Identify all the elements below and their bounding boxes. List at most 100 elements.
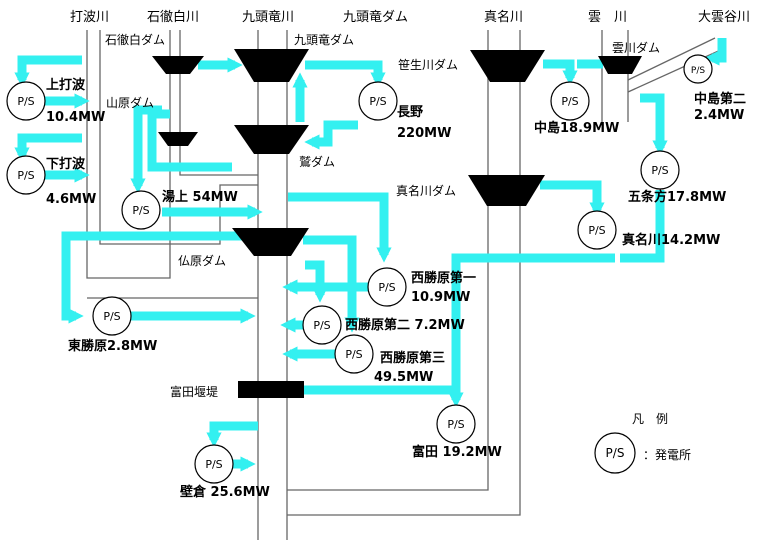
plant-nishikatsuhara1-capacity: 10.9MW (411, 290, 471, 305)
route-to-nishikatsuhara3 (303, 235, 360, 333)
dam-ishidoshiro-label: 石徹白ダム (105, 33, 166, 47)
washi-dam-shape (234, 125, 309, 154)
managawa-ps-icon (577, 210, 617, 250)
okumodani-upper-bank (627, 37, 716, 81)
river-kuzuryu-dam-label: 九頭竜ダム (343, 10, 409, 25)
river-ishidoshiro-label: 石徹白川 (147, 10, 200, 25)
tomida-weir-label: 富田堰堤 (170, 385, 219, 399)
plant-shimouchinami-capacity: 4.6MW (46, 192, 97, 207)
ps-symbol: P/S (345, 348, 362, 361)
legend-ps-icon (594, 432, 636, 474)
plant-kabekura-label: 壁倉 25.6MW (180, 485, 270, 500)
plant-nakajima2-name: 中島第二 (694, 92, 747, 107)
plant-shimouchinami-name: 下打波 (46, 157, 86, 172)
ps-symbol: P/S (447, 418, 464, 431)
dam-kumokawa-label: 雲川ダム (612, 41, 661, 55)
kuzuryu-dam-shape (234, 49, 309, 82)
dam-kuzuryu-label: 九頭竜ダム (294, 33, 355, 47)
ps-symbols: P/S P/S P/S P/S P/S P/S P/S P/S P/S P/S … (17, 66, 705, 471)
ishidoshiro-dam-shape (152, 56, 204, 74)
route-to-shimouchinami (14, 133, 82, 163)
ps-symbol: P/S (378, 281, 395, 294)
dam-hotokebara-label: 仏原ダム (178, 254, 227, 268)
uchinami-ishidoshiro-channel (86, 30, 171, 279)
ps-symbol: P/S (691, 66, 705, 76)
dam-yamahara-label: 山原ダム (106, 96, 155, 110)
legend-title: 凡 例 (632, 412, 669, 426)
kumokawa-dam-shape (598, 56, 642, 74)
ps-symbol: P/S (17, 169, 34, 182)
plant-tomida-label: 富田 19.2MW (412, 445, 502, 460)
plant-nagano-capacity: 220MW (397, 126, 452, 141)
ps-symbol: P/S (369, 95, 386, 108)
nishikatsuhara3-ps-icon (334, 334, 374, 374)
higashikatsuhara-ps-icon (92, 296, 132, 336)
kabekura-ps-icon (194, 444, 234, 484)
ps-symbol: P/S (588, 224, 605, 237)
shimouchinami-ps-icon (6, 155, 46, 195)
route-to-higashikatsuhara (61, 231, 243, 324)
kamiuchinami-ps-icon (6, 81, 46, 121)
route-to-nishikatsuhara1 (288, 192, 392, 263)
ps-symbol: P/S (651, 164, 668, 177)
dam-structures (152, 49, 642, 398)
managawa-dam-shape (468, 175, 545, 206)
plant-kamiuchinami-capacity: 10.4MW (46, 110, 106, 125)
nishikatsuhara2-ps-icon (302, 305, 342, 345)
uchinami-inner-channel (99, 30, 258, 245)
plant-managawa-label: 真名川14.2MW (622, 233, 721, 248)
route-to-managawa-ps (540, 180, 605, 218)
route-to-kabekura (206, 421, 258, 448)
nakajima-ps-icon (550, 81, 590, 121)
route-to-nakajima (543, 59, 578, 86)
plant-nishikatsuhara3-capacity: 49.5MW (374, 370, 434, 385)
legend-symbol: P/S (606, 446, 625, 460)
legend-description: ：発電所 (643, 448, 692, 462)
river-kuzuryu-label: 九頭竜川 (242, 10, 295, 25)
plant-nakajima-label: 中島18.9MW (534, 121, 620, 136)
plant-nishikatsuhara1-name: 西勝原第一 (411, 271, 477, 286)
river-kumo-label: 雲 川 (588, 10, 628, 25)
route-to-yunokami (130, 105, 162, 194)
plant-higashikatsuhara-label: 東勝原2.8MW (68, 339, 158, 354)
plant-nishikatsuhara2-label: 西勝原第二 7.2MW (345, 318, 465, 333)
ps-symbol: P/S (132, 204, 149, 217)
route-yamahara-canal (147, 109, 232, 172)
route-to-nakajima2 (704, 38, 727, 66)
route-to-nagano (305, 60, 386, 88)
gojokata-ps-icon (640, 150, 680, 190)
plant-nishikatsuhara3-name: 西勝原第三 (380, 351, 446, 366)
ishidoshiro-channel (179, 30, 258, 176)
ps-symbol: P/S (205, 458, 222, 471)
sasou-dam-shape (470, 50, 545, 82)
river-okumodani-label: 大雲谷川 (698, 10, 751, 25)
yunokami-ps-icon (121, 190, 161, 230)
river-uchinami-label: 打波川 (70, 10, 110, 25)
route-to-kamiuchinami (14, 55, 82, 88)
route-to-gojokata (640, 93, 668, 156)
nakajima2-ps-icon (683, 54, 713, 84)
plant-nagano-name: 長野 (397, 105, 424, 120)
route-to-nishikatsuhara2 (305, 260, 328, 303)
nagano-ps-icon (358, 81, 398, 121)
route-managawa-to-tomida (451, 253, 615, 390)
yamahara-dam-shape (158, 132, 198, 146)
tomida-ps-icon (436, 404, 476, 444)
ps-symbol: P/S (561, 95, 578, 108)
water-routes (14, 38, 727, 472)
plant-gojokata-label: 五条方17.8MW (628, 190, 727, 205)
route-gojokata-to-managawa (620, 190, 665, 263)
ps-symbol: P/S (313, 319, 330, 332)
plant-nakajima2-capacity: 2.4MW (694, 108, 745, 123)
plant-kamiuchinami-name: 上打波 (46, 78, 86, 93)
river-mana-label: 真名川 (484, 10, 524, 25)
dam-managawa-label: 真名川ダム (396, 184, 457, 198)
hotokebara-dam-shape (232, 228, 309, 256)
dam-sasou-label: 笹生川ダム (398, 58, 459, 72)
power-stations (6, 54, 713, 484)
nishikatsuhara1-ps-icon (367, 267, 407, 307)
route-nagano-to-washi (304, 120, 358, 150)
ps-symbol: P/S (103, 310, 120, 323)
